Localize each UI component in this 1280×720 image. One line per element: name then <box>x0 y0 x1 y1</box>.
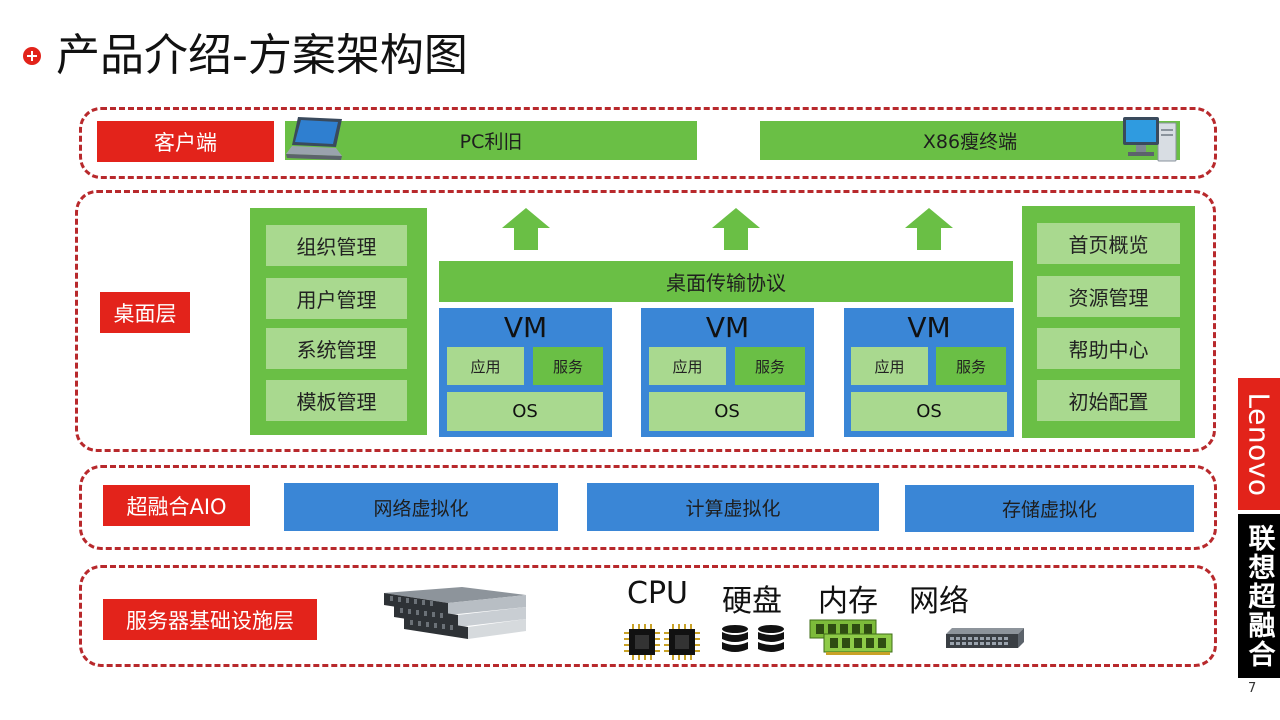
vm-service: 服务 <box>936 347 1006 385</box>
vm-title: VM <box>705 310 750 344</box>
panel-item-template-management: 模板管理 <box>266 380 407 421</box>
panel-item-system-management: 系统管理 <box>266 328 407 369</box>
panel-item-initial-config: 初始配置 <box>1037 380 1180 421</box>
hw-label-memory: 内存 <box>818 584 878 619</box>
page-title: 产品介绍-方案架构图 <box>56 30 468 81</box>
vm-os: OS <box>447 392 603 431</box>
client-layer-label: 客户端 <box>97 121 274 162</box>
laptop-icon <box>286 117 342 160</box>
memory-module-icon <box>809 619 893 655</box>
vm-title: VM <box>907 310 951 344</box>
panel-item-resource-management: 资源管理 <box>1037 276 1180 317</box>
thin-client-icon <box>1123 117 1177 162</box>
vm-os: OS <box>649 392 805 431</box>
server-rack-icon <box>384 587 526 639</box>
vm-app: 应用 <box>447 347 524 385</box>
lenovo-logo: Lenovo <box>1238 378 1280 510</box>
up-arrow-icon <box>502 208 550 250</box>
client-layer-frame <box>79 107 1217 179</box>
aio-layer-label: 超融合AIO <box>103 485 250 526</box>
network-switch-icon <box>946 628 1024 648</box>
desktop-layer-frame <box>75 190 1216 452</box>
cpu-chip-icon <box>624 624 700 660</box>
panel-item-org-management: 组织管理 <box>266 225 407 266</box>
infra-layer-label: 服务器基础设施层 <box>103 599 317 640</box>
lenovo-logo-text: Lenovo <box>1242 392 1276 496</box>
up-arrow-icon <box>712 208 760 250</box>
brand-tagline: 联想超融合 <box>1238 514 1280 678</box>
thin-client-bar: X86瘦终端 <box>760 121 1180 160</box>
plus-bullet-icon <box>23 47 41 65</box>
desktop-layer-label: 桌面层 <box>100 292 190 333</box>
disk-icon <box>722 625 784 652</box>
hw-label-network: 网络 <box>909 584 969 619</box>
panel-item-user-management: 用户管理 <box>266 278 407 319</box>
vm-app: 应用 <box>649 347 726 385</box>
up-arrow-icon <box>905 208 953 250</box>
panel-item-help-center: 帮助中心 <box>1037 328 1180 369</box>
hw-label-cpu: CPU <box>627 576 688 611</box>
vm-os: OS <box>851 392 1007 431</box>
infra-layer-frame <box>79 565 1217 667</box>
vm-service: 服务 <box>533 347 603 385</box>
hw-label-disk: 硬盘 <box>722 584 782 619</box>
storage-virtualization-bar: 存储虚拟化 <box>905 485 1194 532</box>
compute-virtualization-bar: 计算虚拟化 <box>587 483 879 531</box>
page-number: 7 <box>1248 681 1257 696</box>
panel-item-home-overview: 首页概览 <box>1037 223 1180 264</box>
pc-reuse-bar: PC利旧 <box>285 121 697 160</box>
aio-layer-frame <box>79 465 1217 550</box>
vm-service: 服务 <box>735 347 805 385</box>
network-virtualization-bar: 网络虚拟化 <box>284 483 558 531</box>
vm-title: VM <box>503 310 548 344</box>
desktop-protocol-bar: 桌面传输协议 <box>439 261 1013 302</box>
vm-app: 应用 <box>851 347 928 385</box>
